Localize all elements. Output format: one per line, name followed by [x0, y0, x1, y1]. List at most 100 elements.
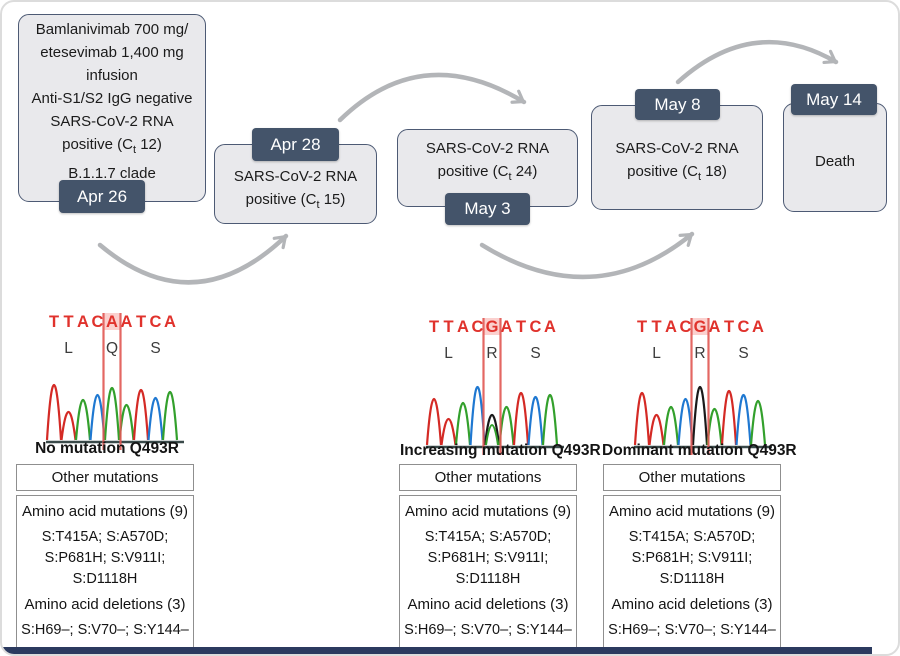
mutation-table-header: Other mutations — [399, 464, 577, 491]
mutation-table-header: Other mutations — [603, 464, 781, 491]
svg-text:C: C — [530, 318, 542, 336]
mutation-line: S:P681H; S:V911I; — [427, 549, 549, 566]
mutation-line: S:T415A; S:A570D; — [628, 528, 756, 545]
mutation-line: S:P681H; S:V911I; — [44, 549, 166, 566]
svg-text:C: C — [150, 313, 162, 331]
svg-text:A: A — [106, 313, 118, 331]
svg-text:R: R — [486, 345, 497, 362]
event-text: Bamlanivimab 700 mg/ — [35, 20, 189, 38]
svg-text:A: A — [752, 318, 764, 336]
event-text: positive (Ct 15) — [245, 191, 346, 211]
svg-text:C: C — [738, 318, 750, 336]
mutation-list: S:T415A; S:A570D; S:P681H; S:V911I; S:D1… — [606, 527, 778, 590]
svg-text:T: T — [651, 318, 661, 336]
chromatogram-caption: Dominant mutation Q493R — [602, 442, 797, 459]
svg-text:R: R — [694, 345, 705, 362]
chromatogram-caption: No mutation Q493R — [35, 440, 179, 457]
arrow-may3-may8 — [479, 231, 695, 280]
date-badge-may3: May 3 — [445, 193, 530, 225]
date-badge-may8: May 8 — [635, 89, 720, 120]
event-text: positive (Ct 18) — [627, 162, 727, 183]
event-box-infusion: Bamlanivimab 700 mg/ etesevimab 1,400 mg… — [18, 14, 206, 202]
mutation-table-body: Amino acid mutations (9) S:T415A; S:A570… — [603, 495, 781, 649]
svg-text:L: L — [652, 345, 661, 362]
event-text: Death — [814, 153, 856, 170]
svg-text:Q: Q — [106, 340, 118, 357]
event-text: positive (Ct 24) — [437, 163, 538, 183]
mutation-line: S:H69–; S:V70–; S:Y144– — [608, 621, 776, 638]
mutation-line: S:D1118H — [455, 570, 521, 587]
mutation-line: S:D1118H — [72, 570, 138, 587]
event-box-may8: SARS-CoV-2 RNA positive (Ct 18) — [591, 105, 763, 210]
svg-text:A: A — [665, 318, 677, 336]
mutation-line: S:T415A; S:A570D; — [424, 528, 552, 545]
svg-text:G: G — [694, 318, 707, 336]
arrow-apr28-may3 — [337, 72, 527, 123]
event-box-death: Death — [783, 103, 887, 212]
mutation-line: S:H69–; S:V70–; S:Y144– — [21, 621, 189, 638]
event-text: Anti-S1/S2 IgG negative — [31, 89, 193, 107]
svg-text:C: C — [472, 318, 484, 336]
mutation-section-title: Amino acid deletions (3) — [611, 596, 773, 614]
mutation-table-body: Amino acid mutations (9) S:T415A; S:A570… — [16, 495, 194, 649]
event-text: SARS-CoV-2 RNA — [425, 140, 550, 157]
svg-text:A: A — [709, 318, 721, 336]
svg-text:A: A — [501, 318, 513, 336]
mutation-line: S:P681H; S:V911I; — [631, 549, 753, 566]
event-text: infusion — [86, 66, 138, 84]
chromatogram-caption: Increasing mutation Q493R — [400, 442, 601, 459]
accent-bottom-bar — [2, 647, 872, 654]
svg-text:L: L — [444, 345, 453, 362]
svg-text:C: C — [92, 313, 104, 331]
svg-text:A: A — [164, 313, 176, 331]
mutation-list: S:T415A; S:A570D; S:P681H; S:V911I; S:D1… — [402, 527, 574, 590]
mutation-line: S:T415A; S:A570D; — [41, 528, 169, 545]
mutation-section-title: Amino acid deletions (3) — [24, 596, 186, 614]
svg-text:A: A — [77, 313, 89, 331]
svg-text:S: S — [150, 340, 160, 357]
svg-text:T: T — [63, 313, 73, 331]
svg-text:A: A — [121, 313, 133, 331]
mutation-section-title: Amino acid mutations (9) — [22, 503, 188, 520]
mutation-line: S:H69–; S:V70–; S:Y144– — [404, 621, 572, 638]
event-box-may3: SARS-CoV-2 RNA positive (Ct 24) — [397, 129, 578, 207]
svg-text:T: T — [516, 318, 526, 336]
mutation-section-title: Amino acid deletions (3) — [407, 596, 569, 614]
event-text: SARS-CoV-2 RNA — [50, 112, 174, 130]
svg-text:S: S — [530, 345, 540, 362]
svg-text:A: A — [457, 318, 469, 336]
mutation-table: Other mutations Amino acid mutations (9)… — [399, 464, 577, 649]
mutation-section-title: Amino acid mutations (9) — [609, 503, 775, 520]
event-text: positive (Ct 12) — [62, 135, 162, 156]
mutation-table: Other mutations Amino acid mutations (9)… — [603, 464, 781, 649]
mutation-list: S:T415A; S:A570D; S:P681H; S:V911I; S:D1… — [19, 527, 191, 590]
svg-text:A: A — [544, 318, 556, 336]
svg-text:L: L — [64, 340, 73, 357]
svg-text:T: T — [429, 318, 439, 336]
event-text: B.1.1.7 clade — [68, 164, 156, 182]
arrow-may8-may14 — [675, 39, 839, 85]
date-badge-apr28: Apr 28 — [252, 128, 339, 161]
arrow-apr26-apr28 — [97, 233, 289, 285]
mutation-table-body: Amino acid mutations (9) S:T415A; S:A570… — [399, 495, 577, 649]
mutation-table: Other mutations Amino acid mutations (9)… — [16, 464, 194, 649]
mutation-line: S:D1118H — [659, 570, 725, 587]
svg-text:C: C — [680, 318, 692, 336]
svg-text:T: T — [443, 318, 453, 336]
event-text: SARS-CoV-2 RNA — [233, 168, 358, 185]
mutation-table-header: Other mutations — [16, 464, 194, 491]
event-box-apr28: SARS-CoV-2 RNA positive (Ct 15) — [214, 144, 377, 224]
svg-text:S: S — [738, 345, 748, 362]
svg-text:T: T — [724, 318, 734, 336]
mutation-section-title: Amino acid mutations (9) — [405, 503, 571, 520]
event-text: SARS-CoV-2 RNA — [615, 139, 739, 157]
event-text: etesevimab 1,400 mg — [40, 43, 184, 61]
svg-text:T: T — [136, 313, 146, 331]
